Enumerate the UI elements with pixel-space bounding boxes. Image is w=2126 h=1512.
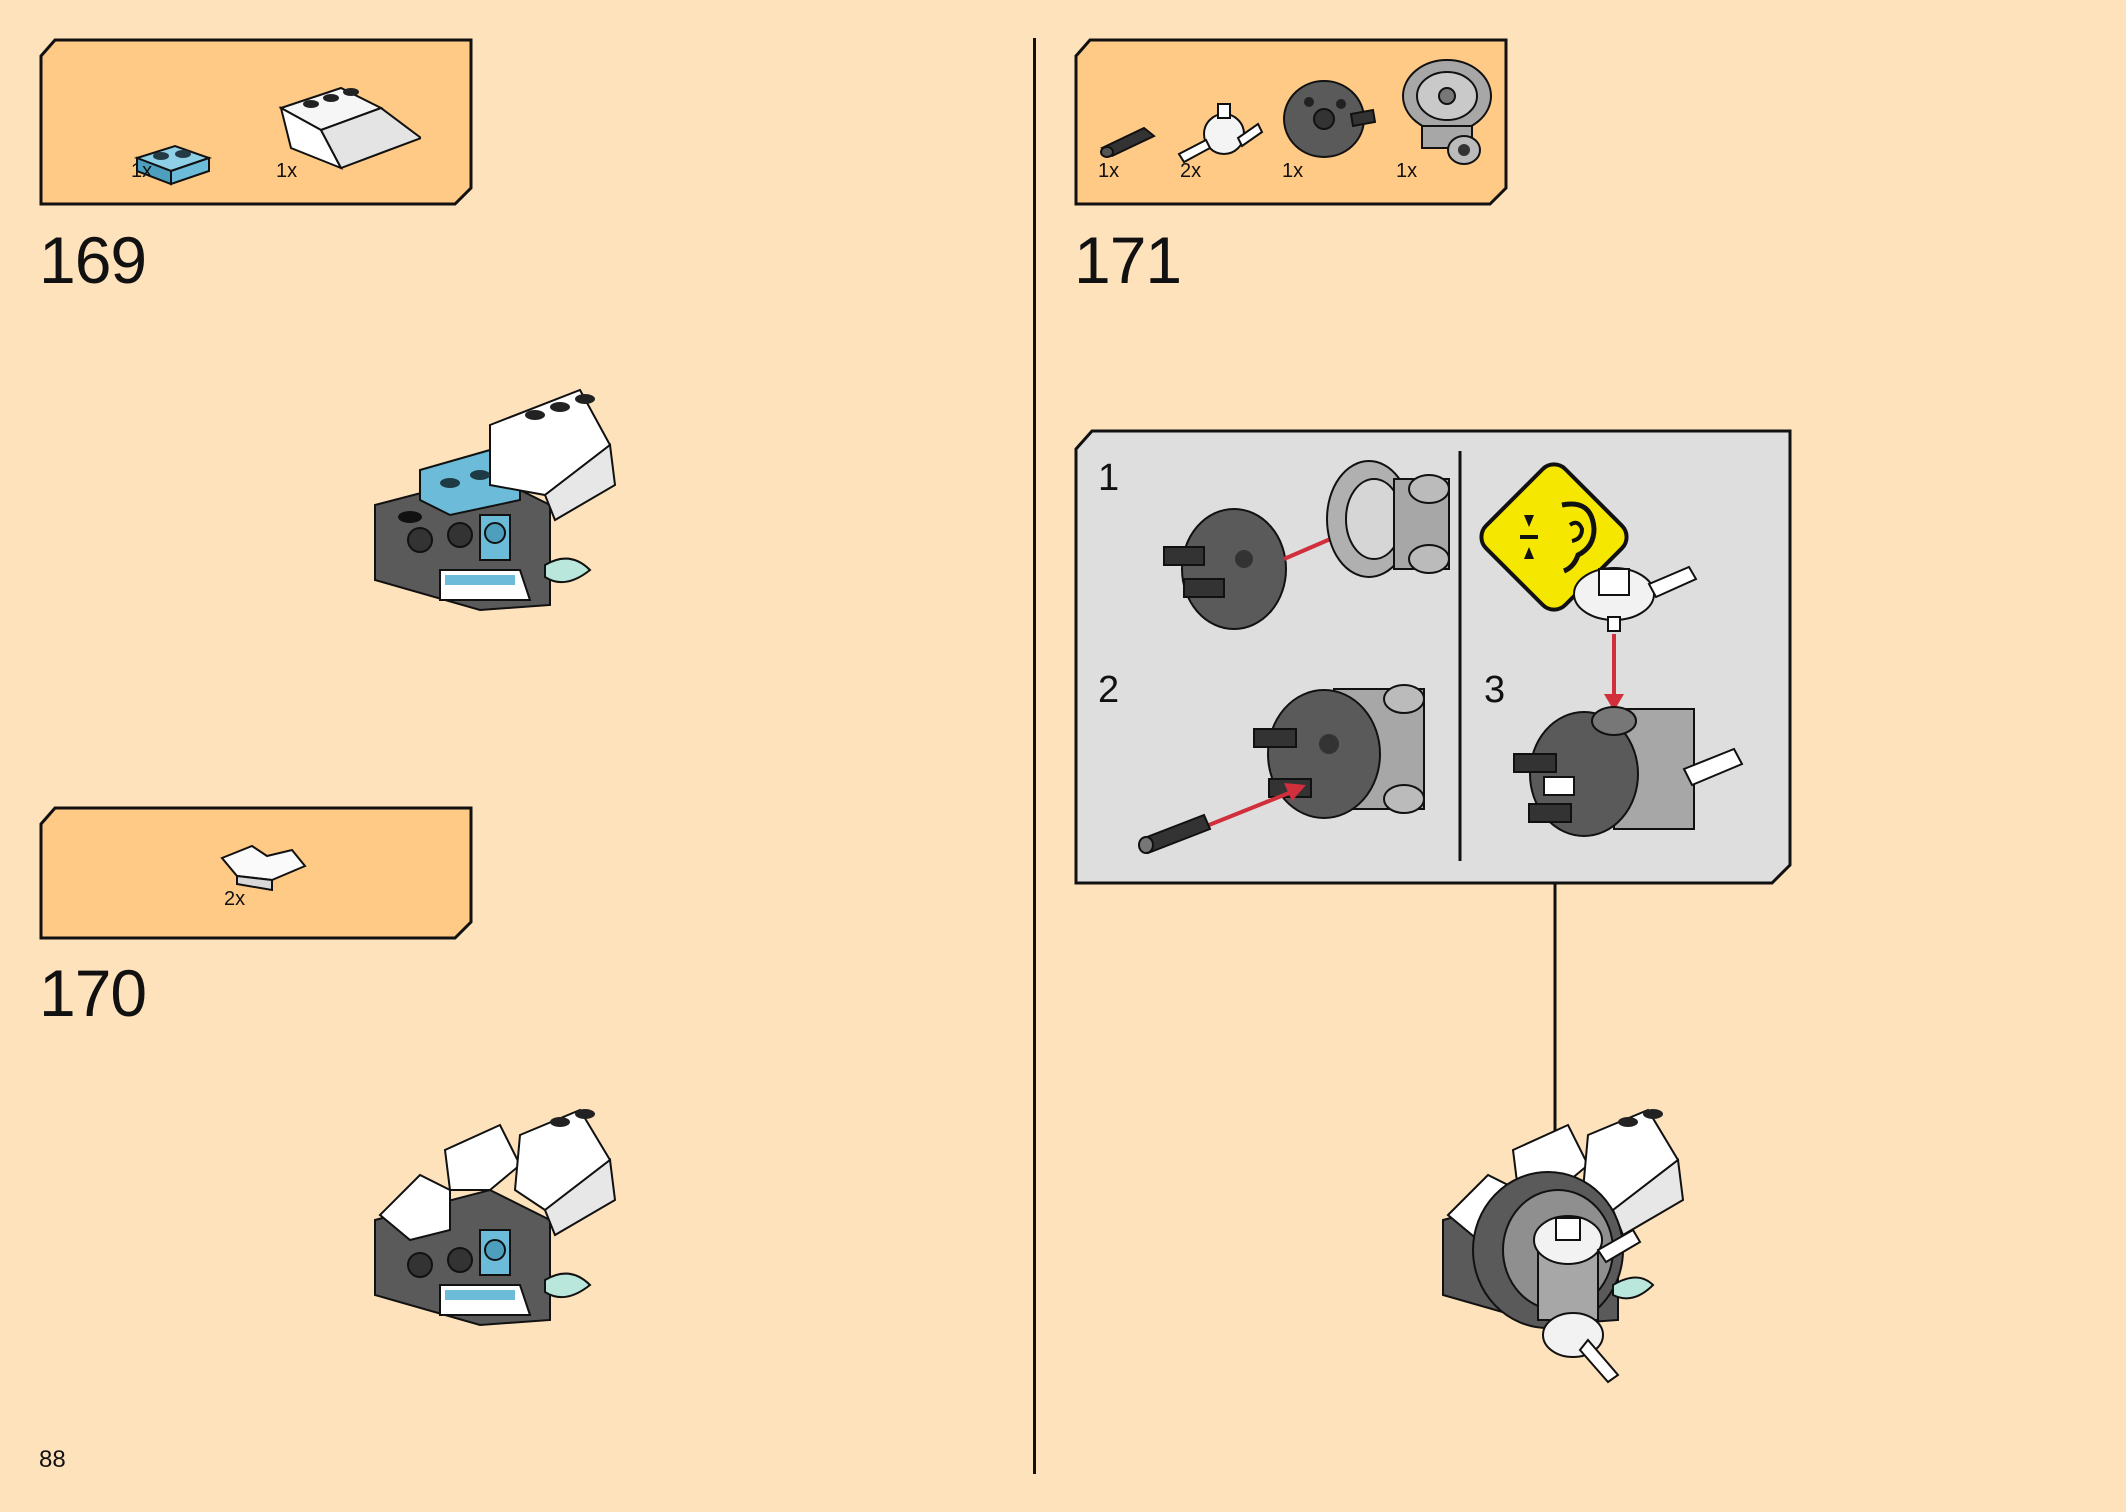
black-axle-pin-icon [1100, 126, 1156, 158]
blue-plate-1x2-icon [133, 144, 213, 186]
white-slope-brick-1x3-icon [278, 86, 421, 170]
part-quantity: 1x [1098, 160, 1120, 182]
parts-box-step-169: 1x 1x [39, 38, 473, 206]
part-quantity: 1x [131, 160, 153, 182]
substep-2-illustration [1138, 684, 1425, 855]
assembly-illustration-step-170 [374, 1108, 617, 1327]
step-number-169: 169 [39, 223, 147, 297]
page-number: 88 [39, 1446, 66, 1473]
dark-grey-wheel-hub-icon [1283, 80, 1377, 158]
parts-box-step-170: 2x [39, 806, 473, 940]
parts-box-step-171: 1x 2x 1x 1x [1074, 38, 1508, 206]
assembly-illustration-step-171 [1442, 1108, 1685, 1384]
white-steering-knuckle-icon [1177, 103, 1264, 164]
assembly-illustration-step-169 [374, 388, 617, 612]
substep-number-3: 3 [1484, 669, 1506, 711]
white-tile-curved-icon [220, 844, 307, 892]
part-quantity: 2x [224, 888, 246, 910]
substep-panel: 1 2 3 [1074, 429, 1792, 885]
step-number-170: 170 [39, 956, 147, 1030]
substep-3-illustration [1513, 565, 1744, 837]
part-quantity: 1x [276, 160, 298, 182]
page-divider [1033, 38, 1036, 1474]
part-quantity: 2x [1180, 160, 1202, 182]
substep-number-2: 2 [1098, 669, 1120, 711]
step-number-171: 171 [1074, 223, 1182, 297]
part-quantity: 1x [1396, 160, 1418, 182]
substep-1-illustration [1163, 460, 1450, 630]
part-quantity: 1x [1282, 160, 1304, 182]
light-grey-turntable-icon [1402, 59, 1492, 165]
substep-number-1: 1 [1098, 457, 1120, 499]
